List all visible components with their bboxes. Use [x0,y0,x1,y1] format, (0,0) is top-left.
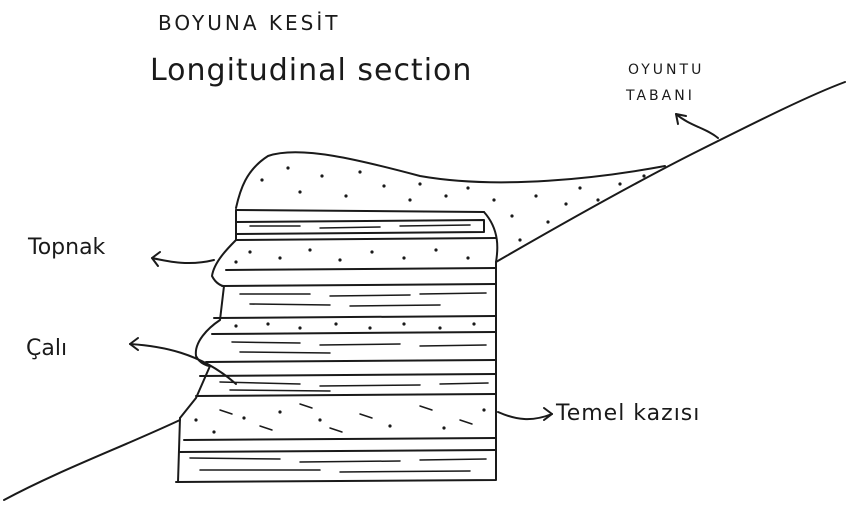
ground-slope-right [496,82,845,262]
excavation-left-wall [178,418,180,482]
label-cali: Çalı [26,336,67,361]
arrow-cali [130,344,236,384]
soil-dots [194,248,485,433]
fill-mound-outline [236,152,665,208]
title-longitudinal-section: Longitudinal section [150,53,472,88]
label-oyuntu: OYUNTU [628,62,704,78]
title-boyuna-kesit: BOYUNA KESİT [158,11,340,35]
mound-base-line [236,210,484,212]
arrow-temel-head [544,408,552,420]
label-topnak: Topnak [27,235,106,260]
label-temel-kazisi: Temel kazısı [555,401,700,426]
foundation-excavation-outline [176,262,496,482]
arrow-oyuntu-tabani [676,114,718,138]
ground-slope-left [4,420,180,500]
arrow-topnak [152,258,214,263]
mound-fill-edge [484,212,497,262]
label-tabani: TABANI [625,88,695,104]
arrow-temel [498,412,552,419]
